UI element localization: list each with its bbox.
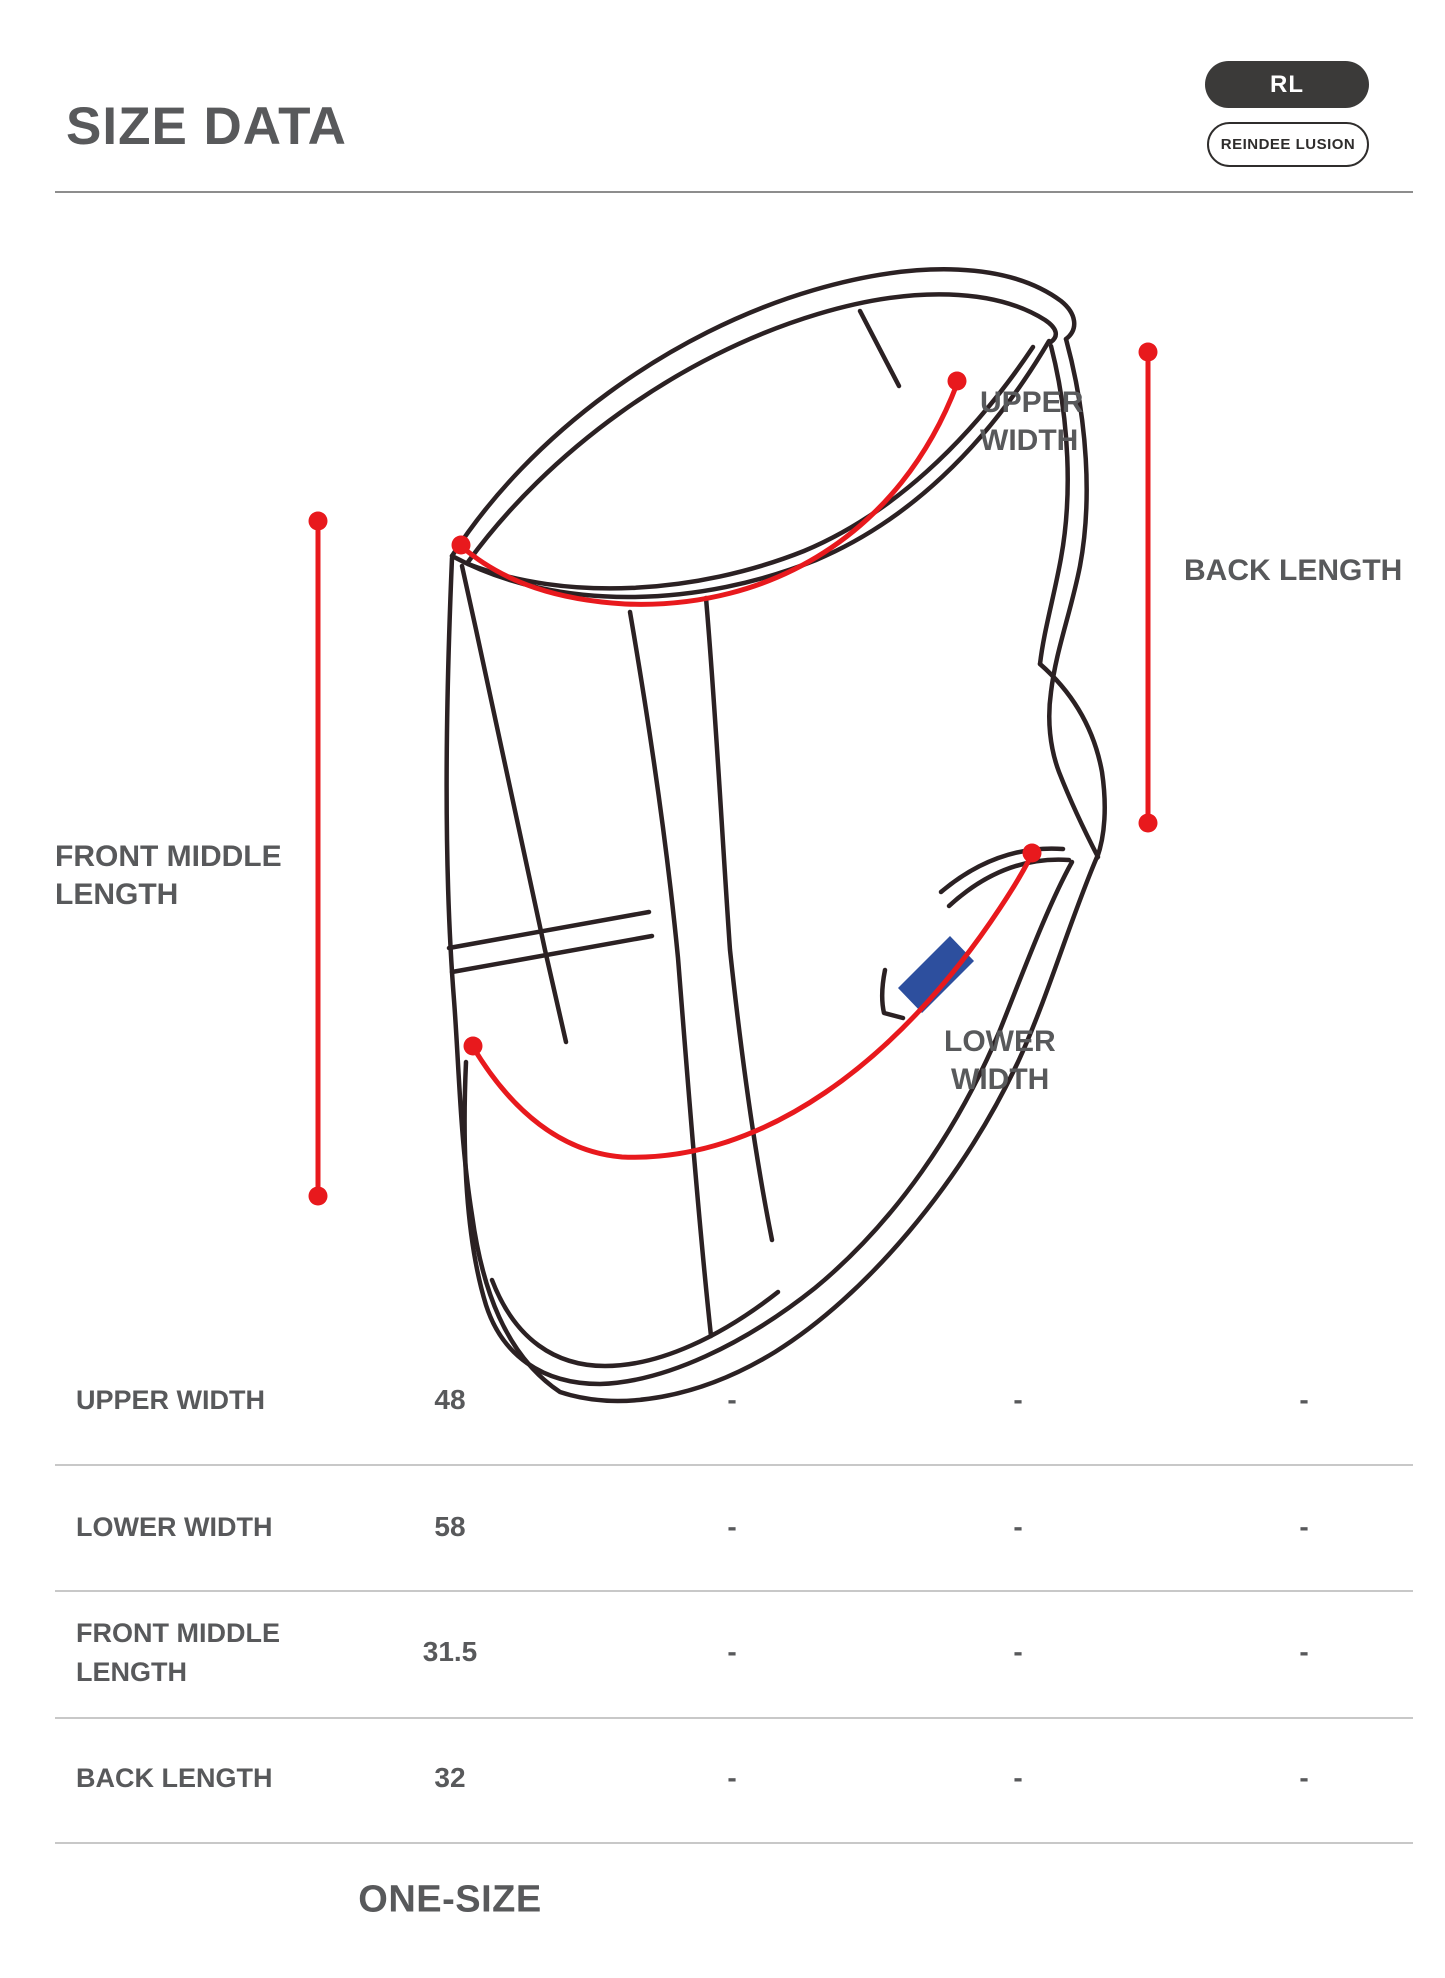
table-row-label: BACK LENGTH bbox=[76, 1763, 273, 1793]
table-cell-value: - bbox=[1299, 1384, 1309, 1415]
page-title: SIZE DATA bbox=[66, 97, 347, 156]
upper-width-arc bbox=[458, 381, 960, 607]
collar-outer-edge bbox=[449, 267, 1077, 559]
table-cell-value: - bbox=[727, 1636, 737, 1667]
back-length-label: BACK LENGTH bbox=[1184, 554, 1403, 587]
dot-upper-arc-right bbox=[947, 371, 967, 391]
table-cell-value: - bbox=[1299, 1511, 1309, 1542]
strap-line-2 bbox=[938, 846, 1066, 895]
garment-line-art bbox=[444, 267, 1107, 1404]
table-cell-value: - bbox=[727, 1762, 737, 1793]
tube-band-bottom bbox=[449, 933, 655, 975]
table-row-label: FRONT MIDDLE bbox=[76, 1618, 280, 1648]
table-row-label: LOWER WIDTH bbox=[76, 1512, 273, 1542]
hem-binding-line bbox=[489, 1277, 781, 1369]
tube-inner-left-seam bbox=[459, 563, 569, 1045]
velcro-tab bbox=[898, 936, 974, 1013]
header-divider bbox=[55, 191, 1413, 193]
table-cell-value: - bbox=[1013, 1636, 1023, 1667]
dot-back-line-top bbox=[1138, 342, 1158, 362]
table-cell-value: - bbox=[1299, 1636, 1309, 1667]
hem-inner-line bbox=[462, 859, 1075, 1387]
brand-badge-rl: RL bbox=[1205, 61, 1369, 108]
one-size-label: ONE-SIZE bbox=[358, 1878, 542, 1921]
dot-lower-arc-right bbox=[1022, 843, 1042, 863]
table-cell-value: - bbox=[727, 1384, 737, 1415]
dot-lower-arc-left bbox=[463, 1036, 483, 1056]
lower-width-arc bbox=[470, 853, 1034, 1160]
collar-seam bbox=[857, 308, 902, 389]
table-row-divider bbox=[55, 1590, 1413, 1592]
table-cell-value: - bbox=[1013, 1511, 1023, 1542]
tube-diagonal-seam-1 bbox=[627, 609, 714, 1339]
table-row-divider bbox=[55, 1717, 1413, 1719]
brand-badge-full: REINDEE LUSION bbox=[1207, 122, 1369, 167]
table-cell-value: 58 bbox=[434, 1511, 466, 1542]
table-cell-value: 32 bbox=[434, 1762, 466, 1793]
strap-line-1 bbox=[946, 857, 1072, 909]
measurement-end-dots bbox=[308, 342, 1158, 1206]
table-cell-value: - bbox=[1013, 1762, 1023, 1793]
table-cell-value: - bbox=[1013, 1384, 1023, 1415]
table-cell-value: 31.5 bbox=[422, 1636, 478, 1667]
upper-width-label-line1: UPPER bbox=[980, 386, 1084, 419]
table-cell-value: - bbox=[1299, 1762, 1309, 1793]
flap-edge bbox=[1037, 661, 1107, 861]
dot-upper-arc-left bbox=[451, 535, 471, 555]
dot-front-line-bottom bbox=[308, 1186, 328, 1206]
table-row-divider bbox=[55, 1464, 1413, 1466]
table-row-divider bbox=[55, 1842, 1413, 1844]
tube-band-top bbox=[446, 909, 652, 951]
back-edge bbox=[1047, 336, 1101, 860]
table-cell-value: 48 bbox=[434, 1384, 466, 1415]
table-row-label: UPPER WIDTH bbox=[76, 1385, 265, 1415]
measurement-lines bbox=[315, 349, 1151, 1199]
brand-badge-rl-label: RL bbox=[1270, 70, 1304, 98]
front-middle-length-label-line2: LENGTH bbox=[55, 878, 179, 911]
strap-fold-line bbox=[879, 967, 906, 1021]
front-edge-and-hem-outer bbox=[444, 555, 1100, 1404]
tube-diagonal-seam-2 bbox=[703, 595, 775, 1243]
dot-back-line-bottom bbox=[1138, 813, 1158, 833]
brand-badge-full-label: REINDEE LUSION bbox=[1220, 136, 1356, 153]
upper-width-label-line2: WIDTH bbox=[980, 424, 1079, 457]
back-inner-line bbox=[1037, 343, 1070, 667]
table-cell-value: - bbox=[727, 1511, 737, 1542]
front-middle-length-label-line1: FRONT MIDDLE bbox=[55, 840, 282, 873]
table-row-label-line2: LENGTH bbox=[76, 1657, 187, 1687]
collar-inner-edge bbox=[465, 292, 1059, 565]
lower-width-label-line2: WIDTH bbox=[951, 1063, 1050, 1096]
lower-width-label-line1: LOWER bbox=[944, 1025, 1056, 1058]
dot-front-line-top bbox=[308, 511, 328, 531]
collar-lip-inner bbox=[465, 344, 1036, 591]
